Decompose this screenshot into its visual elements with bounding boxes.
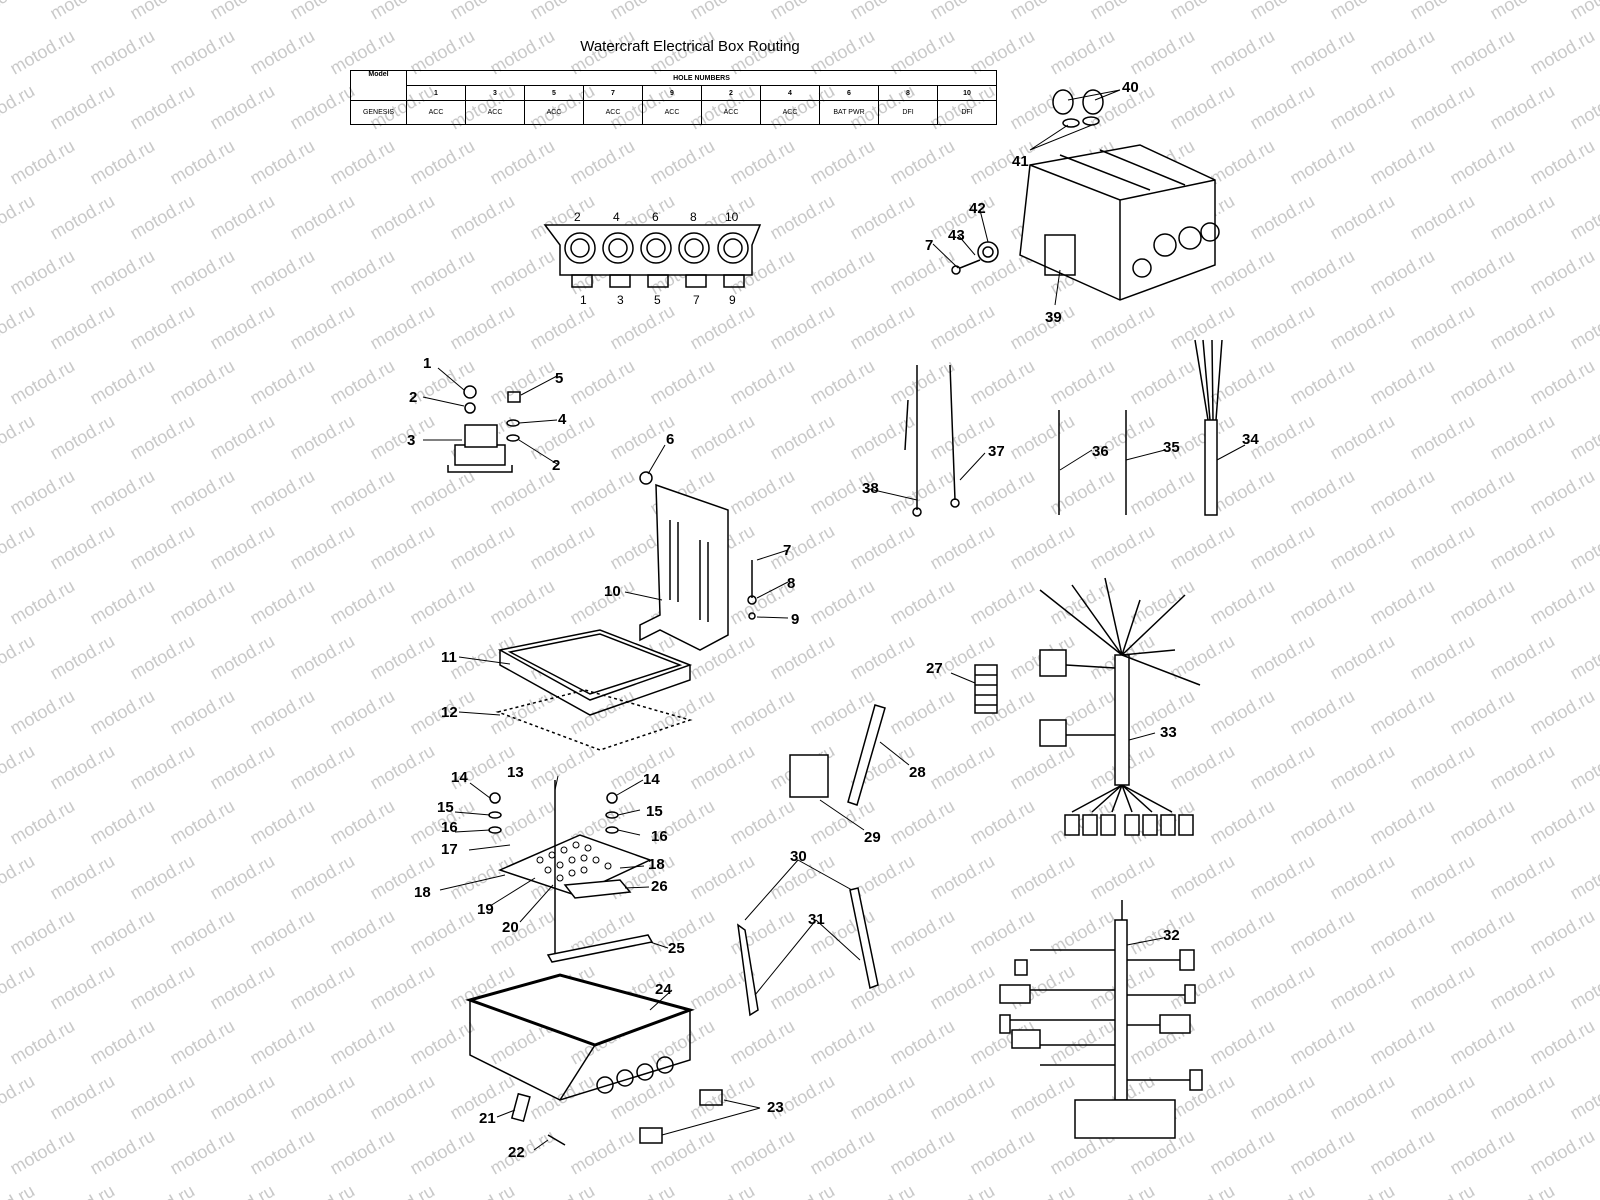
hole-label-top: 6 — [652, 210, 659, 224]
callout-34: 34 — [1242, 431, 1259, 448]
callout-42: 42 — [969, 200, 986, 217]
callout-28: 28 — [909, 764, 926, 781]
cable-straps — [737, 887, 879, 1017]
hole-label-bottom: 9 — [729, 293, 736, 307]
electrical-box-assembly — [951, 89, 1220, 301]
callout-17: 17 — [441, 841, 458, 858]
callout-24: 24 — [655, 981, 672, 998]
callout-29: 29 — [864, 829, 881, 846]
hole-label-top: 2 — [574, 210, 581, 224]
diagram-title: Watercraft Electrical Box Routing — [580, 38, 800, 55]
callout-26: 26 — [651, 878, 668, 895]
main-wiring-harness — [1039, 577, 1201, 836]
tie-strap — [847, 704, 886, 806]
callout-37: 37 — [988, 443, 1005, 460]
callout-22: 22 — [508, 1144, 525, 1161]
callout-23: 23 — [767, 1099, 784, 1116]
hole-value: ACC — [701, 100, 761, 125]
callout-18: 18 — [414, 884, 431, 901]
mounting-strip — [546, 934, 654, 963]
hole-value: ACC — [524, 100, 584, 125]
grommet-plate — [543, 224, 762, 288]
callout-16: 16 — [441, 819, 458, 836]
callout-31: 31 — [808, 911, 825, 928]
wire-coil — [974, 664, 998, 714]
mounting-bracket — [639, 471, 757, 651]
callout-2: 2 — [409, 389, 418, 406]
callout-14: 14 — [451, 769, 468, 786]
callout-13: 13 — [507, 764, 524, 781]
cable-set — [904, 339, 1223, 517]
hole-value: DFI — [937, 100, 997, 125]
routing-table: Model HOLE NUMBERS 1 3 5 7 9 2 4 6 8 10 … — [350, 70, 997, 125]
hole-label-bottom: 1 — [580, 293, 587, 307]
callout-33: 33 — [1160, 724, 1177, 741]
hole-label-bottom: 5 — [654, 293, 661, 307]
hole-value: ACC — [465, 100, 525, 125]
hole-label-top: 10 — [725, 210, 739, 224]
callout-15: 15 — [437, 799, 454, 816]
callout-40: 40 — [1122, 79, 1139, 96]
callout-9: 9 — [791, 611, 800, 628]
model-cell: GENESIS — [350, 100, 407, 125]
callout-10: 10 — [604, 583, 621, 600]
callout-18: 18 — [648, 856, 665, 873]
callout-16: 16 — [651, 828, 668, 845]
callout-35: 35 — [1163, 439, 1180, 456]
callout-25: 25 — [668, 940, 685, 957]
callout-38: 38 — [862, 480, 879, 497]
hole-value: ACC — [583, 100, 643, 125]
callout-20: 20 — [502, 919, 519, 936]
box-lid — [495, 629, 693, 751]
callout-6: 6 — [666, 431, 675, 448]
callout-4: 4 — [558, 411, 567, 428]
callout-3: 3 — [407, 432, 416, 449]
callout-30: 30 — [790, 848, 807, 865]
callout-1: 1 — [423, 355, 432, 372]
callout-2: 2 — [552, 457, 561, 474]
callout-39: 39 — [1045, 309, 1062, 326]
callout-7: 7 — [783, 542, 792, 559]
callout-27: 27 — [926, 660, 943, 677]
callout-14: 14 — [643, 771, 660, 788]
callout-12: 12 — [441, 704, 458, 721]
hole-value: DFI — [878, 100, 938, 125]
callout-7: 7 — [925, 237, 934, 254]
hole-label-bottom: 3 — [617, 293, 624, 307]
callout-19: 19 — [477, 901, 494, 918]
callout-32: 32 — [1163, 927, 1180, 944]
label-sticker — [789, 754, 829, 798]
box-base — [465, 973, 723, 1146]
callout-36: 36 — [1092, 443, 1109, 460]
hole-label-bottom: 7 — [693, 293, 700, 307]
callout-8: 8 — [787, 575, 796, 592]
hole-value: ACC — [642, 100, 702, 125]
solenoid — [447, 385, 521, 473]
callout-43: 43 — [948, 227, 965, 244]
callout-5: 5 — [555, 370, 564, 387]
circuit-board — [488, 780, 652, 960]
callout-11: 11 — [441, 649, 457, 666]
hole-label-top: 4 — [613, 210, 620, 224]
callout-41: 41 — [1012, 153, 1029, 170]
callout-21: 21 — [479, 1110, 496, 1127]
hole-value: BAT PWR — [819, 100, 879, 125]
leader-lines — [422, 89, 1246, 1151]
hole-label-top: 8 — [690, 210, 697, 224]
secondary-wiring-harness — [999, 900, 1203, 1139]
callout-15: 15 — [646, 803, 663, 820]
